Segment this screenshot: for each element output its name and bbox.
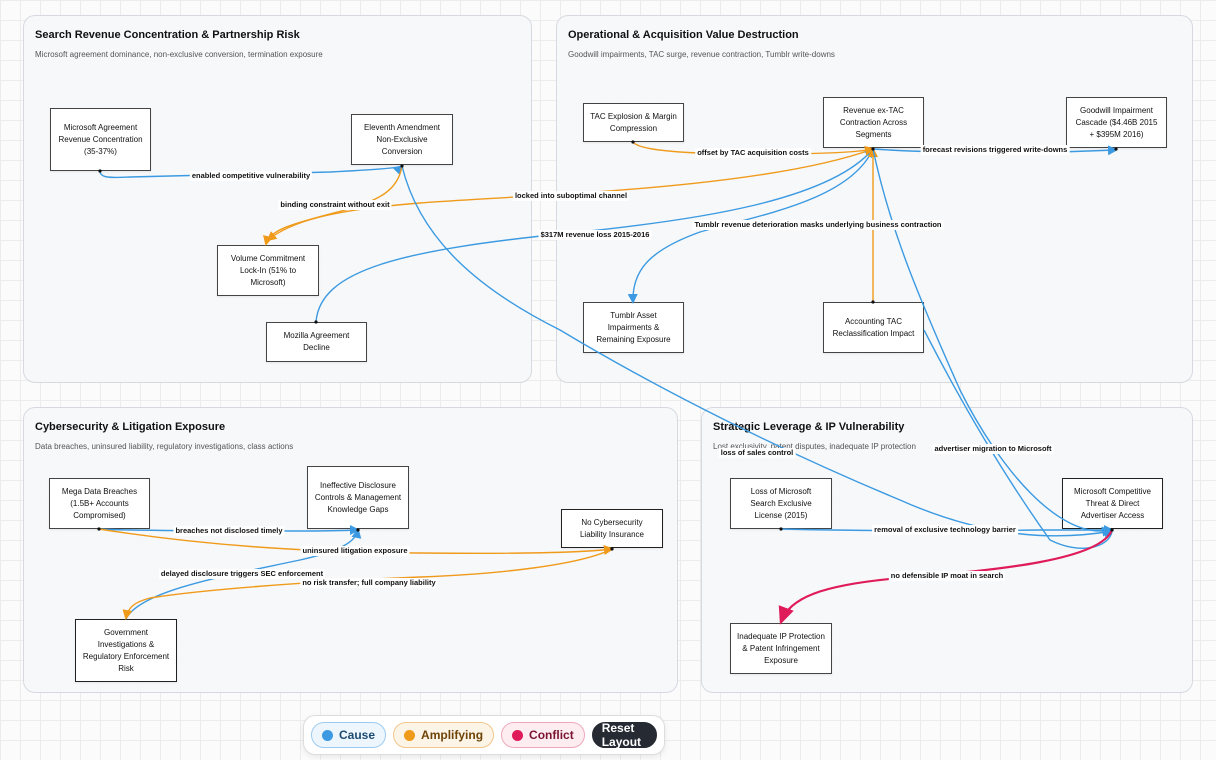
edge-label: no risk transfer; full company liability — [300, 578, 438, 588]
node-label: No Cybersecurity Liability Insurance — [579, 517, 645, 539]
edge-label: $317M revenue loss 2015-2016 — [538, 230, 652, 240]
legend-amplifying-button[interactable]: Amplifying — [393, 722, 495, 748]
edge-label: breaches not disclosed timely — [173, 526, 285, 536]
node-label: Mega Data Breaches (1.5B+ Accounts Compr… — [61, 486, 138, 520]
node-label: Microsoft Agreement Revenue Concentratio… — [58, 122, 143, 156]
legend-conflict-button[interactable]: Conflict — [501, 722, 585, 748]
node-label: TAC Explosion & Margin Compression — [590, 111, 677, 133]
node-label: Mozilla Agreement Decline — [283, 331, 350, 352]
node-tumblr[interactable]: Tumblr Asset Impairments & Remaining Exp… — [583, 302, 684, 353]
node-ms-threat[interactable]: Microsoft Competitive Threat & Direct Ad… — [1062, 478, 1163, 529]
node-mega-breaches[interactable]: Mega Data Breaches (1.5B+ Accounts Compr… — [49, 478, 150, 529]
node-volume-commitment[interactable]: Volume Commitment Lock-In (51% to Micros… — [217, 245, 319, 296]
group-subtitle: Microsoft agreement dominance, non-exclu… — [35, 50, 323, 59]
node-label: Ineffective Disclosure Controls & Manage… — [314, 480, 402, 514]
edge-label: binding constraint without exit — [278, 200, 392, 210]
node-no-insurance[interactable]: No Cybersecurity Liability Insurance — [561, 509, 663, 548]
edge-label: removal of exclusive technology barrier — [872, 525, 1018, 535]
node-label: Volume Commitment Lock-In (51% to Micros… — [230, 253, 306, 287]
node-gov-investigations[interactable]: Government Investigations & Regulatory E… — [75, 619, 177, 682]
edge-label: loss of sales control — [718, 448, 796, 458]
edge-label: forecast revisions triggered write-downs — [920, 145, 1070, 155]
node-label: Revenue ex-TAC Contraction Across Segmen… — [839, 105, 908, 139]
node-label: Inadequate IP Protection & Patent Infrin… — [737, 631, 825, 665]
reset-layout-button[interactable]: Reset Layout — [591, 721, 657, 749]
node-ineffective-disclosure[interactable]: Ineffective Disclosure Controls & Manage… — [307, 466, 409, 529]
legend-toolbar: Cause Amplifying Conflict Reset Layout — [303, 715, 665, 755]
edge-label: Tumblr revenue deterioration masks under… — [692, 220, 944, 230]
legend-cause-button[interactable]: Cause — [311, 722, 387, 748]
node-label: Microsoft Competitive Threat & Direct Ad… — [1074, 486, 1151, 520]
group-title: Strategic Leverage & IP Vulnerability — [713, 421, 905, 433]
node-ms-agreement[interactable]: Microsoft Agreement Revenue Concentratio… — [50, 108, 151, 171]
amplifying-dot-icon — [404, 729, 416, 741]
edge-label: enabled competitive vulnerability — [189, 171, 313, 181]
node-label: Eleventh Amendment Non-Exclusive Convers… — [363, 122, 441, 156]
edge-label: offset by TAC acquisition costs — [695, 148, 811, 158]
edge-label: advertiser migration to Microsoft — [932, 444, 1054, 454]
node-eleventh-amendment[interactable]: Eleventh Amendment Non-Exclusive Convers… — [351, 114, 453, 165]
node-goodwill[interactable]: Goodwill Impairment Cascade ($4.46B 2015… — [1066, 97, 1167, 148]
node-label: Goodwill Impairment Cascade ($4.46B 2015… — [1075, 105, 1158, 139]
group-subtitle: Data breaches, uninsured liability, regu… — [35, 442, 294, 451]
node-tac-explosion[interactable]: TAC Explosion & Margin Compression — [583, 103, 684, 142]
conflict-dot-icon — [512, 729, 524, 741]
legend-label: Amplifying — [421, 728, 484, 742]
group-title: Cybersecurity & Litigation Exposure — [35, 421, 226, 433]
node-inadequate-ip[interactable]: Inadequate IP Protection & Patent Infrin… — [730, 623, 832, 674]
cause-dot-icon — [322, 729, 333, 741]
legend-label: Conflict — [529, 728, 574, 742]
node-label: Loss of Microsoft Search Exclusive Licen… — [750, 486, 812, 520]
group-title: Search Revenue Concentration & Partnersh… — [35, 29, 300, 41]
group-subtitle: Goodwill impairments, TAC surge, revenue… — [568, 50, 835, 59]
node-accounting-tac[interactable]: Accounting TAC Reclassification Impact — [823, 302, 924, 353]
node-revenue-ex-tac[interactable]: Revenue ex-TAC Contraction Across Segmen… — [823, 97, 924, 148]
group-title: Operational & Acquisition Value Destruct… — [568, 29, 799, 41]
legend-label: Cause — [339, 728, 376, 742]
node-label: Tumblr Asset Impairments & Remaining Exp… — [596, 310, 671, 344]
reset-label: Reset Layout — [601, 721, 642, 749]
node-label: Accounting TAC Reclassification Impact — [832, 316, 915, 338]
node-loss-license[interactable]: Loss of Microsoft Search Exclusive Licen… — [730, 478, 832, 529]
edge-label: no defensible IP moat in search — [888, 571, 1006, 581]
edge-label: uninsured litigation exposure — [300, 546, 410, 556]
node-label: Government Investigations & Regulatory E… — [82, 627, 170, 673]
edge-label: locked into suboptimal channel — [512, 191, 630, 201]
node-mozilla[interactable]: Mozilla Agreement Decline — [266, 322, 367, 362]
